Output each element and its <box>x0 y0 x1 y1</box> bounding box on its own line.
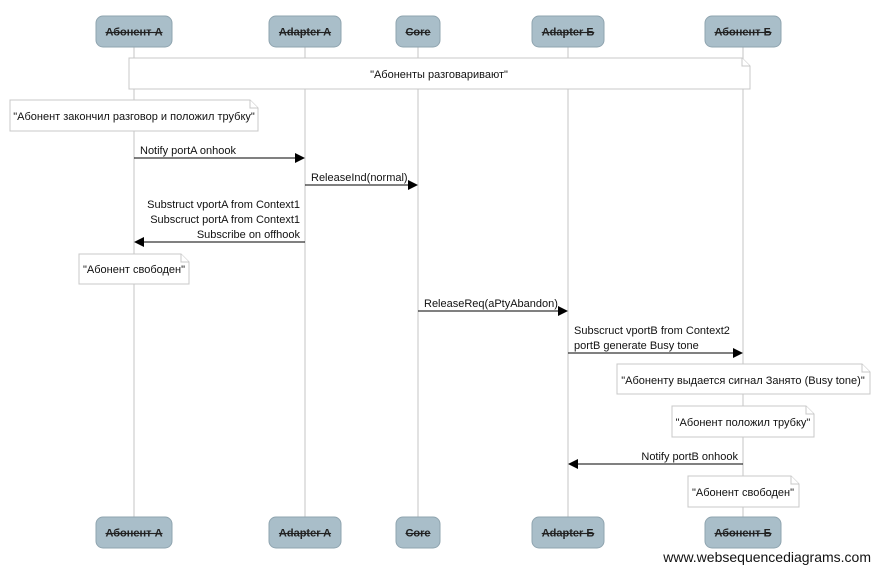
note-box <box>687 475 800 508</box>
note-text: "Абоненты разговаривают" <box>370 69 508 81</box>
message-label: Substruct vportA from Context1 <box>147 199 300 211</box>
message-m4: ReleaseReq(aPtyAbandon) <box>418 298 568 316</box>
actor-ada-top: Adapter A <box>268 15 342 48</box>
actor-a-bottom: Абонент А <box>95 516 173 549</box>
note-fold <box>805 406 814 415</box>
actor-label: Core <box>405 27 430 39</box>
arrowhead-icon <box>568 459 578 469</box>
actor-b-bottom: Абонент Б <box>704 516 782 549</box>
note-n5: "Абонент положил трубку" <box>671 405 815 438</box>
note-fold <box>861 364 870 373</box>
arrowhead-icon <box>558 306 568 316</box>
actor-box <box>268 516 342 549</box>
actor-box <box>531 15 605 48</box>
actor-label: Adapter A <box>279 528 331 540</box>
note-n6: "Абонент свободен" <box>687 475 800 508</box>
note-fold <box>180 254 189 263</box>
actor-adb-top: Adapter Б <box>531 15 605 48</box>
message-label: Notify portA onhook <box>140 145 237 157</box>
actor-core-top: Core <box>395 15 441 48</box>
actor-box <box>531 516 605 549</box>
note-fold <box>249 100 258 109</box>
actor-box <box>704 15 782 48</box>
actor-label: Adapter Б <box>542 27 595 39</box>
actor-label: Абонент А <box>105 27 162 39</box>
arrowhead-icon <box>134 237 144 247</box>
actor-box <box>704 516 782 549</box>
message-label: ReleaseInd(normal) <box>311 172 408 184</box>
note-box <box>78 253 190 285</box>
message-label: Subscruct vportB from Context2 <box>574 325 730 337</box>
actor-box <box>95 516 173 549</box>
message-m3: Substruct vportA from Context1Subscruct … <box>134 199 305 247</box>
note-box <box>671 405 815 438</box>
watermark-text: www.websequencediagrams.com <box>663 549 871 565</box>
arrowhead-icon <box>295 153 305 163</box>
actor-b-top: Абонент Б <box>704 15 782 48</box>
actor-box <box>268 15 342 48</box>
note-n3: "Абонент свободен" <box>78 253 190 285</box>
arrowhead-icon <box>408 180 418 190</box>
actor-label: Core <box>405 528 430 540</box>
message-m1: Notify portA onhook <box>134 145 305 163</box>
actor-box <box>395 516 441 549</box>
actor-label: Adapter Б <box>542 528 595 540</box>
actor-adb-bottom: Adapter Б <box>531 516 605 549</box>
note-fold <box>741 58 750 67</box>
note-box <box>128 57 751 90</box>
actor-core-bottom: Core <box>395 516 441 549</box>
actor-label: Абонент Б <box>714 528 771 540</box>
actor-ada-bottom: Adapter A <box>268 516 342 549</box>
note-box <box>9 99 259 132</box>
message-m2: ReleaseInd(normal) <box>305 172 418 190</box>
note-text: "Абонент положил трубку" <box>676 417 811 429</box>
actor-box <box>95 15 173 48</box>
note-text: "Абонент свободен" <box>692 487 794 499</box>
note-fold <box>790 476 799 485</box>
note-n4: "Абоненту выдается сигнал Занято (Busy t… <box>616 363 871 395</box>
actor-box <box>395 15 441 48</box>
note-text: "Абонент закончил разговор и положил тру… <box>13 111 255 123</box>
note-n1: "Абоненты разговаривают" <box>128 57 751 90</box>
actor-label: Adapter A <box>279 27 331 39</box>
message-label: ReleaseReq(aPtyAbandon) <box>424 298 558 310</box>
message-label: Subscruct portA from Context1 <box>150 214 300 226</box>
message-label: Notify portB onhook <box>641 451 738 463</box>
message-m6: Notify portB onhook <box>568 451 743 469</box>
note-text: "Абонент свободен" <box>83 264 185 276</box>
actor-label: Абонент Б <box>714 27 771 39</box>
message-label: portB generate Busy tone <box>574 340 699 352</box>
note-text: "Абоненту выдается сигнал Занято (Busy t… <box>621 375 865 387</box>
arrowhead-icon <box>733 348 743 358</box>
actor-label: Абонент А <box>105 528 162 540</box>
message-label: Subscribe on offhook <box>197 229 301 241</box>
message-m5: Subscruct vportB from Context2 portB gene… <box>568 325 743 358</box>
note-box <box>616 363 871 395</box>
note-n2: "Абонент закончил разговор и положил тру… <box>9 99 259 132</box>
actor-a-top: Абонент А <box>95 15 173 48</box>
